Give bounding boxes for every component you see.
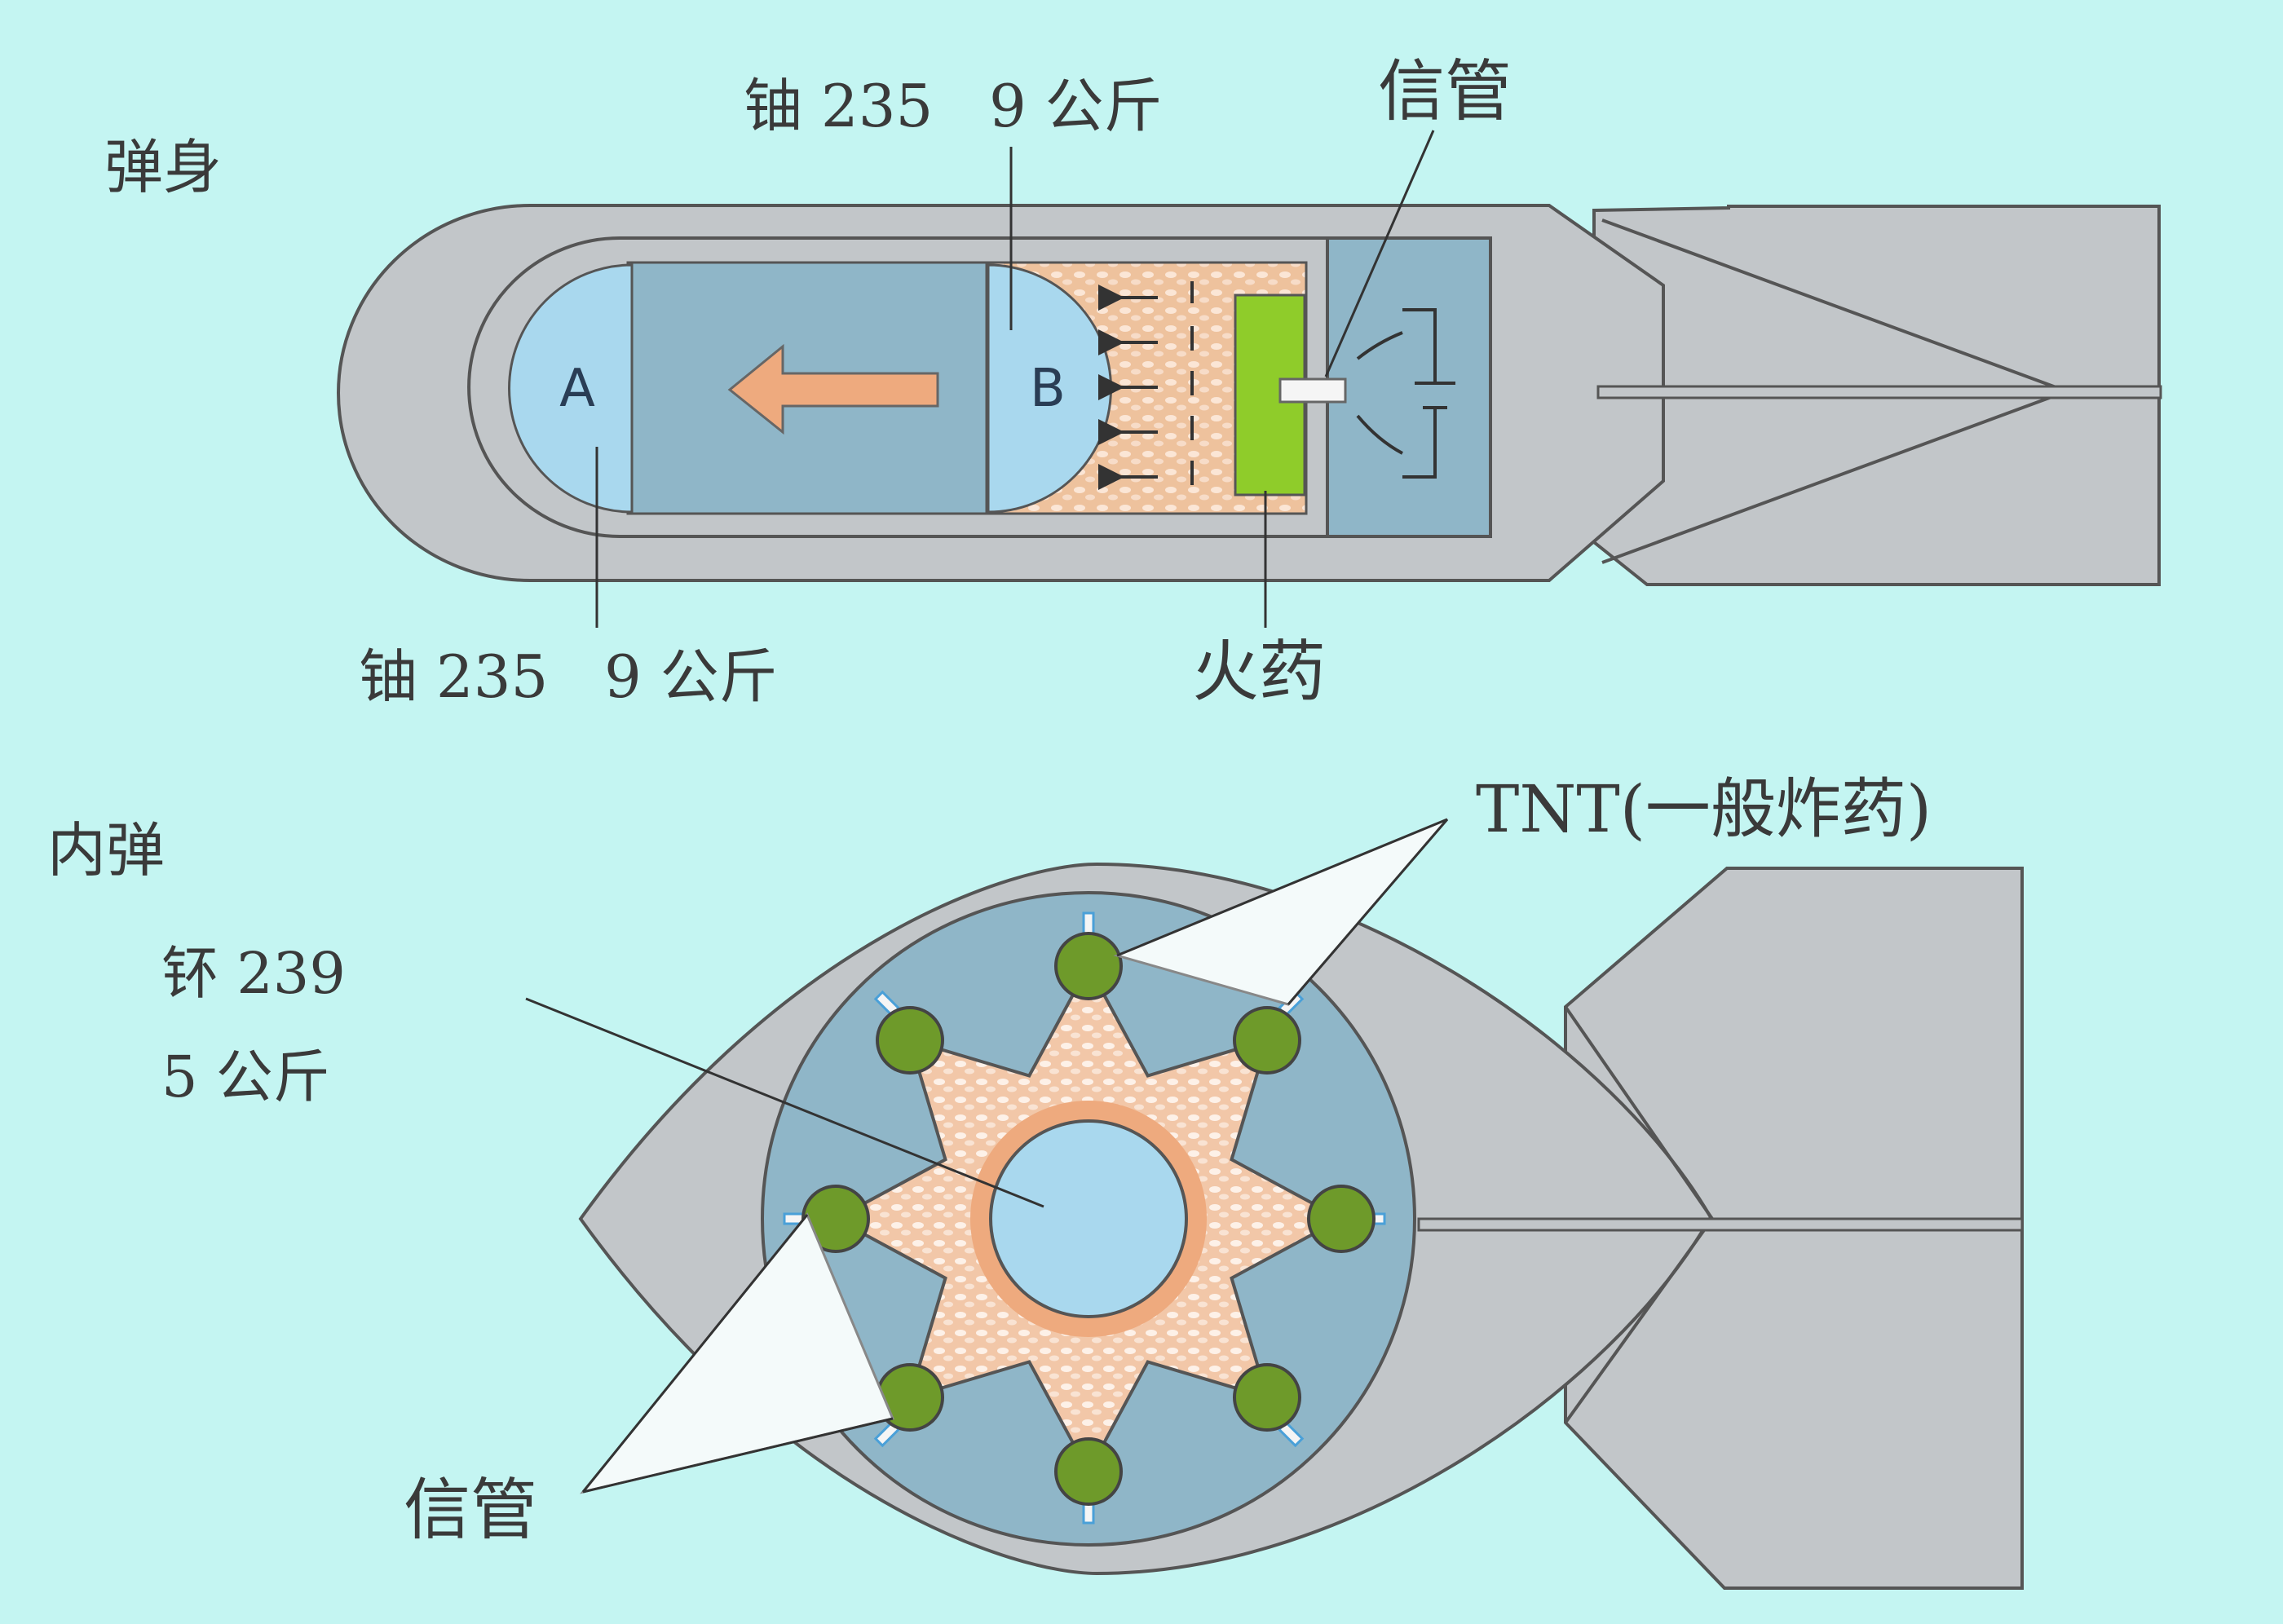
label-fuze-top: 信管 <box>1378 53 1512 130</box>
uranium-block-a <box>508 263 634 514</box>
leader-fuze-2 <box>582 1417 894 1494</box>
label-gun-type: 弹身 <box>104 133 222 201</box>
gun-type-bomb: A B <box>104 53 2162 711</box>
label-gunpowder: 火药 <box>1192 633 1326 711</box>
fuze-plug-top <box>1278 377 1347 404</box>
leader-fuze-top <box>1324 130 1435 377</box>
label-implosion-type: 内弹 <box>47 816 165 885</box>
detonator <box>873 990 944 1075</box>
detonator <box>1307 1185 1386 1253</box>
leader-tnt-2 <box>1287 819 1449 1005</box>
label-tnt: TNT(一般炸药) <box>1476 771 1932 847</box>
leader-tnt-1 <box>1116 818 1448 957</box>
detonator <box>1054 911 1123 1000</box>
firing-direction-arrow <box>727 343 939 435</box>
detonator <box>1233 1363 1305 1448</box>
label-u235-a: 铀 235 9 公斤 <box>359 642 778 711</box>
detonator <box>1233 990 1305 1075</box>
detonators <box>783 911 1386 1525</box>
label-plutonium-mass: 5 公斤 <box>161 1044 330 1110</box>
block-b-letter: B <box>1030 359 1066 419</box>
gun-tube <box>467 236 1331 538</box>
leader-fuze-1 <box>581 1214 809 1493</box>
block-a-letter: A <box>559 359 595 419</box>
label-u235-b: 铀 235 9 公斤 <box>744 72 1163 140</box>
plutonium-core <box>989 1119 1188 1318</box>
pressure-arrows <box>1098 281 1194 490</box>
bottom-tail-rod <box>1417 1217 2024 1232</box>
label-plutonium: 钚 239 <box>161 940 346 1007</box>
implosion-bomb: 内弹 钚 239 5 公斤 TNT(一般炸药) 信管 <box>47 771 2024 1590</box>
label-fuze-bottom: 信管 <box>404 1472 537 1549</box>
fuze-housing <box>1326 236 1492 538</box>
top-tail-rod <box>1596 385 2162 399</box>
detonator <box>1054 1437 1123 1525</box>
fuze-circuit <box>1356 308 1455 479</box>
leader-plutonium <box>525 997 1044 1208</box>
